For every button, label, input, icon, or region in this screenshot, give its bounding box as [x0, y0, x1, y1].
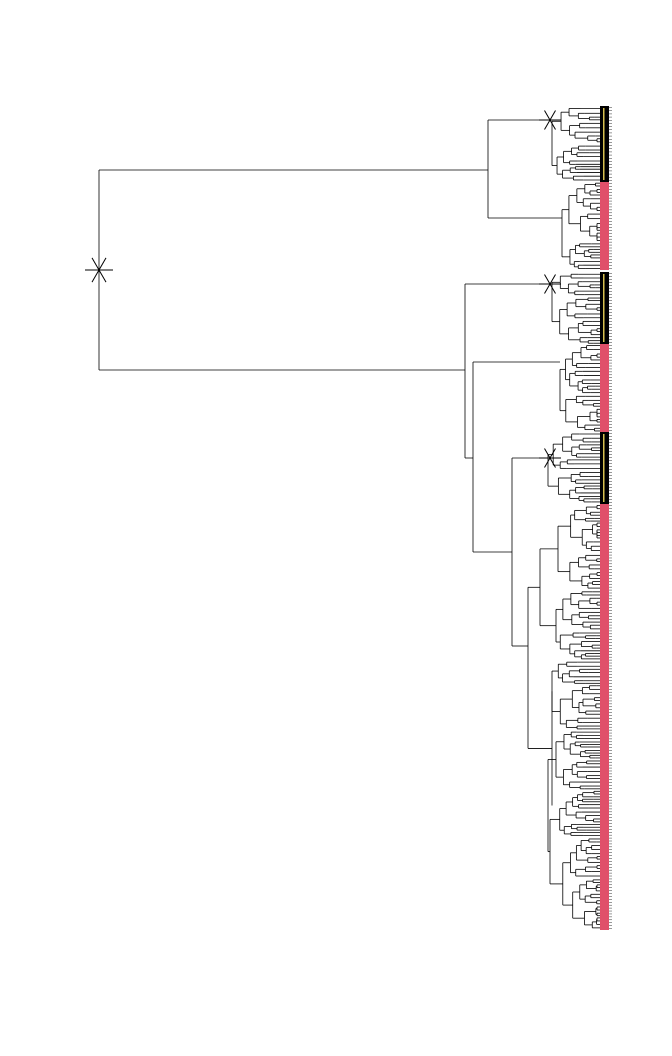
clade-tip-bar — [600, 182, 609, 270]
tree-tip-bars — [600, 106, 612, 930]
clade-tip-bar — [600, 504, 609, 930]
clade-node-marker-icon — [539, 448, 561, 468]
root-node-marker-icon — [85, 257, 113, 283]
clade-tip-bar — [600, 344, 609, 432]
clade-tip-accent — [603, 274, 605, 342]
node-markers — [85, 110, 561, 468]
clade-node-marker-icon — [539, 110, 561, 130]
tree-branches — [98, 108, 600, 929]
clade-tip-accent — [603, 108, 605, 180]
clade-node-marker-icon — [539, 274, 561, 294]
clade-tip-accent — [603, 434, 605, 502]
